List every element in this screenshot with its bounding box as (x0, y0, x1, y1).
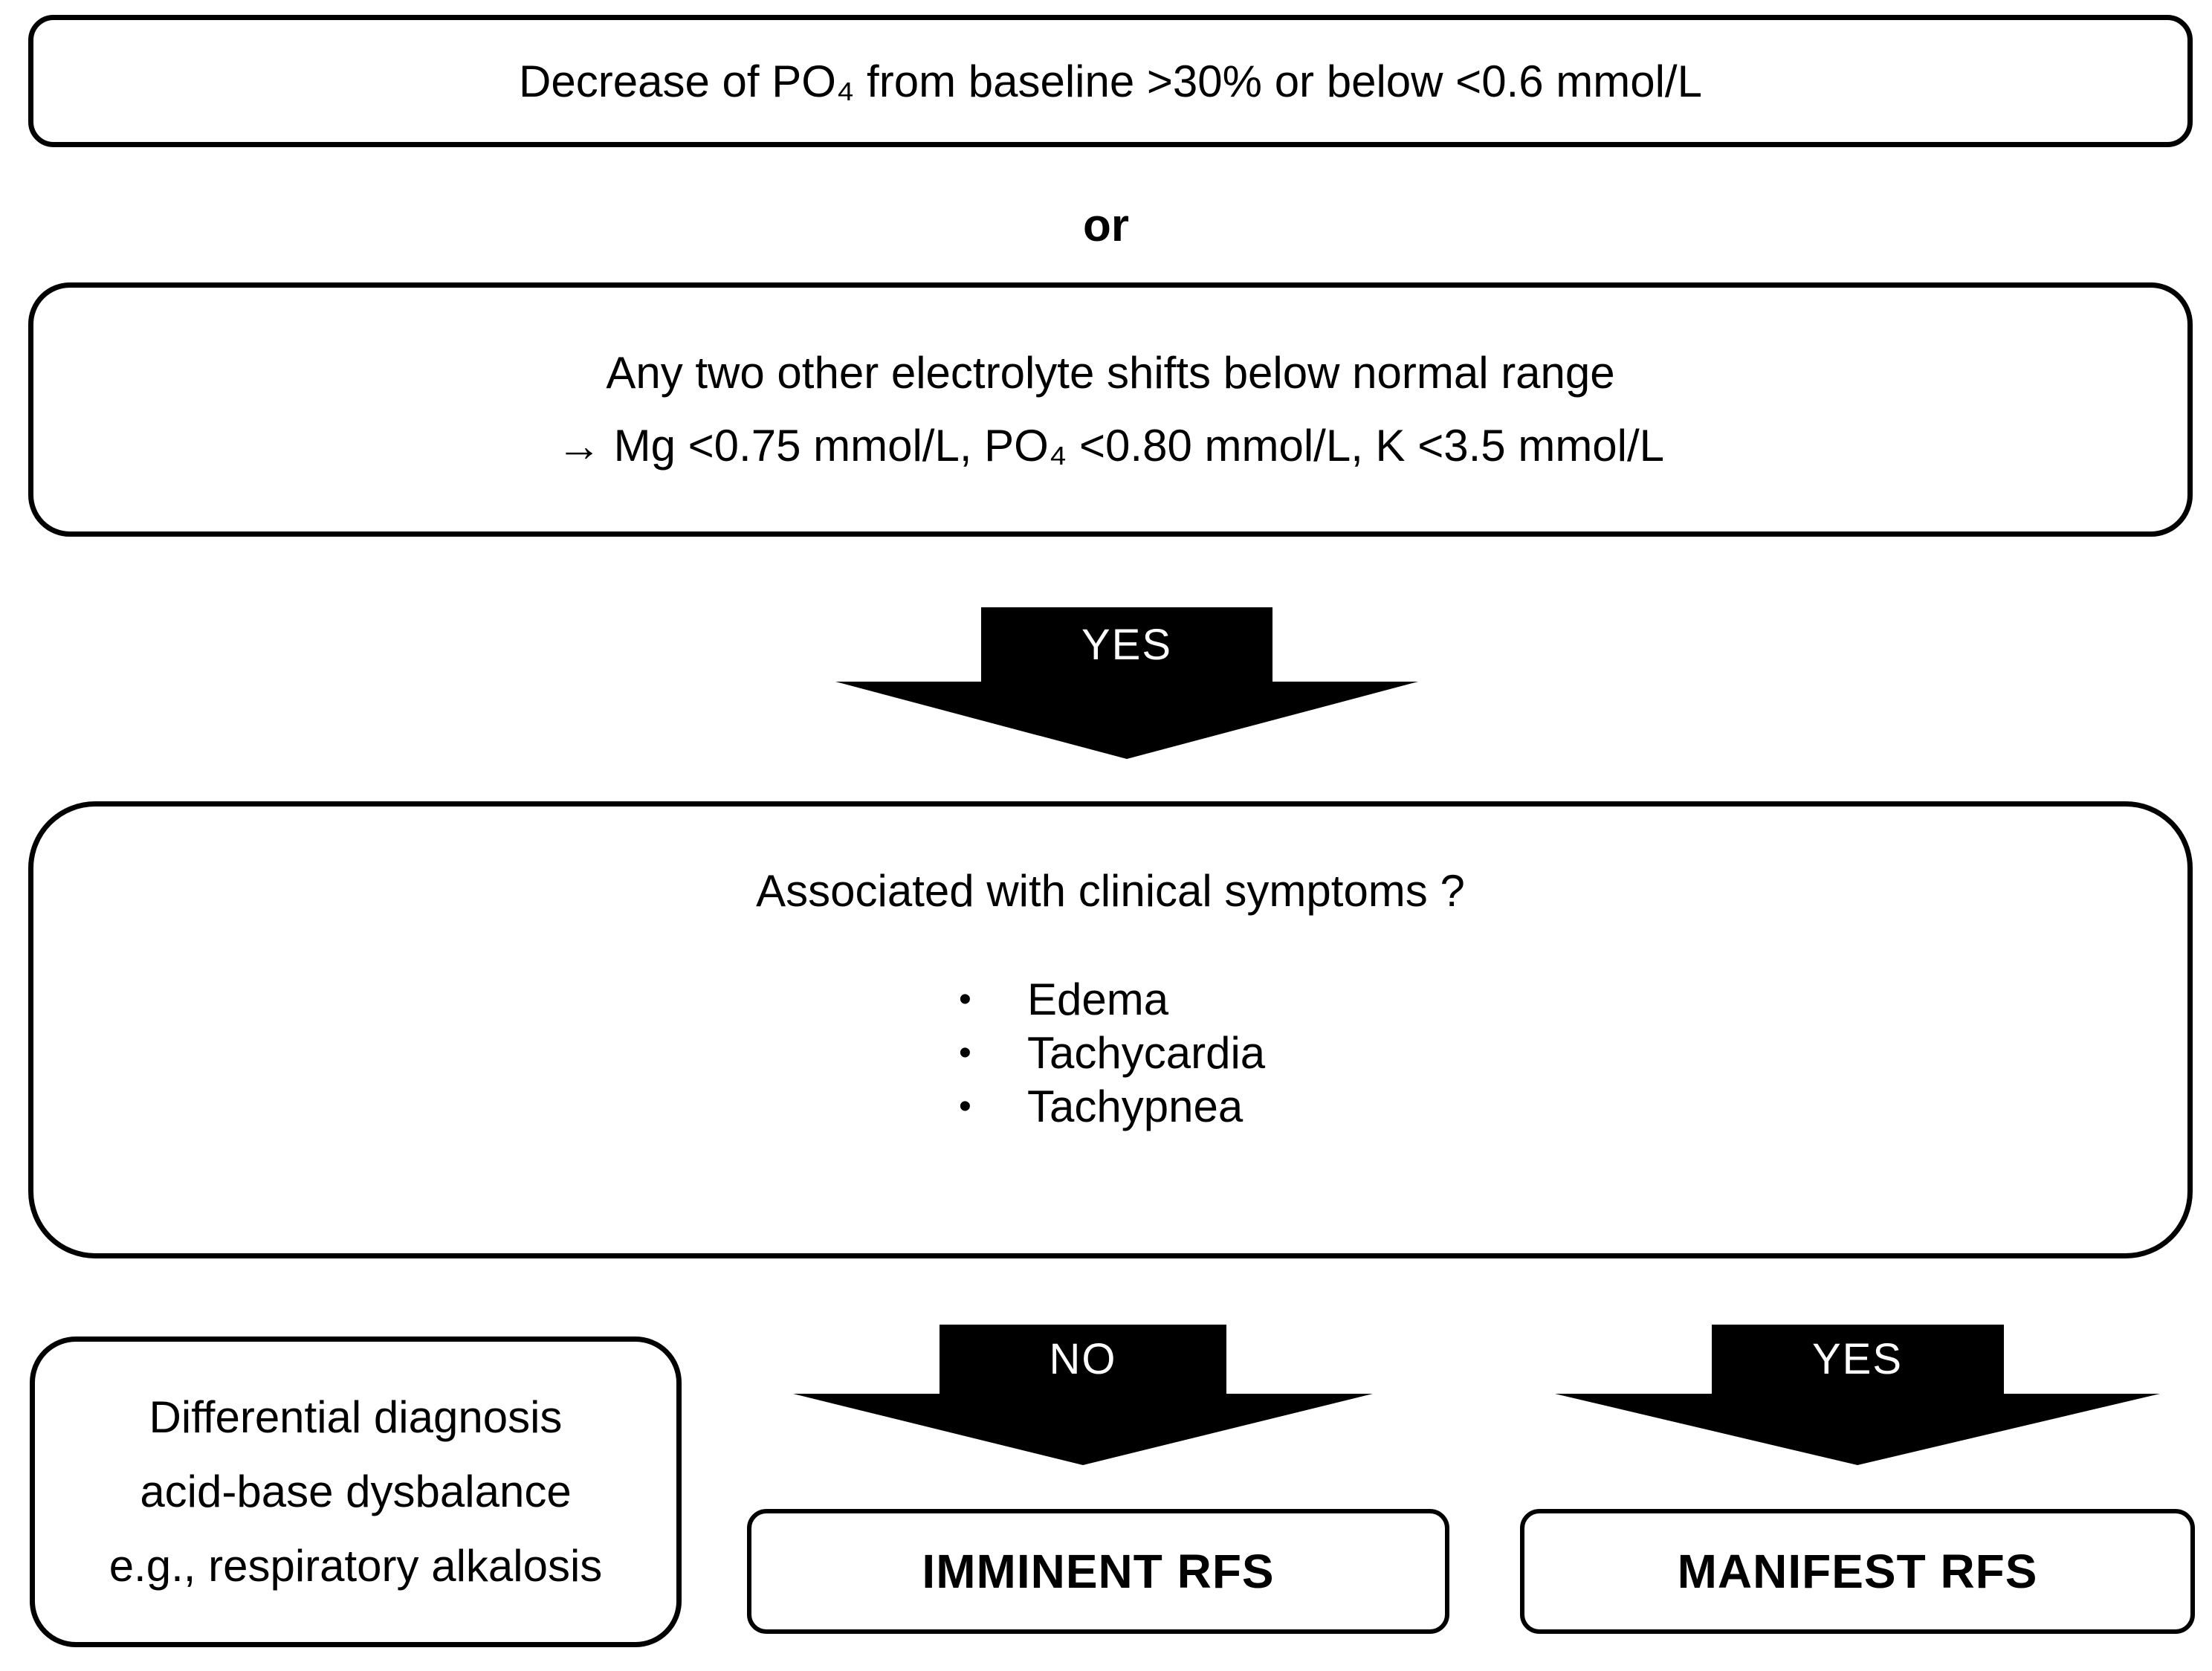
list-item-tachycardia: • Tachycardia (959, 1026, 1265, 1079)
clinical-symptoms-question: Associated with clinical symptoms ? (756, 866, 1465, 916)
differential-diagnosis-box: Differential diagnosis acid-base dysbala… (30, 1337, 682, 1647)
no-arrow-label: NO (1049, 1335, 1117, 1383)
yes-arrow-bottom-label: YES (1811, 1335, 1904, 1383)
yes-arrow-bottom: YES (1555, 1325, 2160, 1465)
outcome-box-manifest-rfs: MANIFEST RFS (1520, 1509, 2195, 1634)
list-item-tachypnea: • Tachypnea (959, 1079, 1265, 1133)
no-arrow-head-icon (793, 1394, 1373, 1465)
list-item-tachycardia-label: Tachycardia (1027, 1027, 1266, 1078)
clinical-symptoms-list: • Edema • Tachycardia • Tachypnea (959, 972, 1265, 1133)
criteria-box-po4-decrease: Decrease of PO₄ from baseline >30% or be… (28, 15, 2193, 147)
electrolyte-criterion-line-1: Any two other electrolyte shifts below n… (606, 348, 1615, 398)
criteria-box-po4-text: Decrease of PO₄ from baseline >30% or be… (519, 56, 1702, 106)
yes-arrow-top-label: YES (1081, 620, 1173, 669)
yes-arrow-top-body: YES (981, 607, 1272, 682)
bullet-icon: • (959, 1086, 971, 1126)
list-item-edema: • Edema (959, 972, 1265, 1026)
yes-arrow-top-head-icon (835, 682, 1418, 759)
yes-arrow-bottom-body: YES (1711, 1325, 2004, 1394)
list-item-tachypnea-label: Tachypnea (1027, 1081, 1244, 1131)
outcome-imminent-label: IMMINENT RFS (922, 1545, 1275, 1598)
differential-line-1: Differential diagnosis (149, 1392, 563, 1442)
no-arrow-bottom: NO (793, 1325, 1373, 1465)
bullet-icon: • (959, 1032, 971, 1073)
outcome-box-imminent-rfs: IMMINENT RFS (747, 1509, 1449, 1634)
outcome-manifest-label: MANIFEST RFS (1677, 1545, 2038, 1598)
clinical-symptoms-box: Associated with clinical symptoms ? • Ed… (28, 801, 2193, 1258)
electrolyte-criterion-line-2: → Mg <0.75 mmol/L, PO₄ <0.80 mmol/L, K <… (556, 421, 1665, 471)
yes-arrow-top: YES (835, 607, 1418, 759)
or-connector-label: or (1083, 200, 1129, 251)
differential-line-3: e.g., respiratory alkalosis (109, 1541, 603, 1591)
yes-arrow-bottom-head-icon (1555, 1394, 2160, 1465)
differential-line-2: acid-base dysbalance (140, 1467, 572, 1516)
criteria-box-electrolyte-shifts: Any two other electrolyte shifts below n… (28, 282, 2193, 537)
bullet-icon: • (959, 979, 971, 1019)
list-item-edema-label: Edema (1027, 974, 1169, 1024)
no-arrow-body: NO (940, 1325, 1226, 1394)
